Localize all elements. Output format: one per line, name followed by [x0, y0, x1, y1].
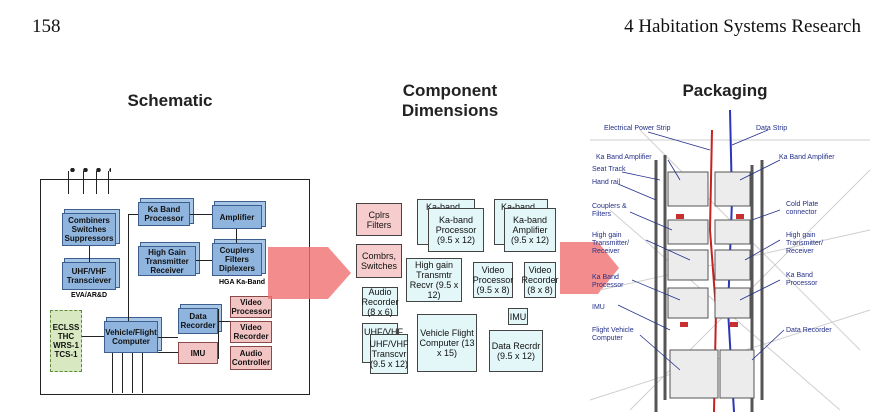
- dimensions-title-line2: Dimensions: [401, 101, 499, 120]
- connector-line: [142, 353, 143, 393]
- connector-line: [122, 353, 123, 393]
- high-gain-block: High Gain Transmitter Receiver: [138, 246, 196, 276]
- connector-line: [112, 353, 113, 393]
- connector-line: [128, 214, 129, 321]
- connector-line: [128, 214, 138, 215]
- ka-proc-right-label: Ka Band Processor: [786, 272, 818, 287]
- connector-line: [236, 229, 237, 243]
- data-recorder-box: Data Recrdr (9.5 x 12): [489, 330, 543, 372]
- hand-rail-label: Hand rail: [592, 179, 621, 186]
- packaging-rack-drawing: [589, 110, 871, 412]
- imu-pkg-label: IMU: [592, 304, 605, 311]
- audio-recorder-box: Audio Recorder (8 x 6): [361, 286, 399, 317]
- data-strip-label: Data Strip: [756, 125, 788, 132]
- packaging-title: Packaging: [682, 81, 768, 100]
- cplrs-filters-box: Cplrs Filters: [356, 203, 402, 236]
- dimensions-title: Component Dimensions: [385, 81, 515, 121]
- imu-box: IMU: [508, 308, 528, 325]
- ka-band-processor-box: Ka-band Processor (9.5 x 12): [428, 208, 484, 252]
- audio-controller-block: Audio Controller: [230, 346, 272, 370]
- connector-line: [190, 214, 212, 215]
- antenna-line: [108, 171, 109, 194]
- seat-track-label: Seat Track: [592, 166, 626, 173]
- connector-line: [89, 246, 90, 262]
- flight-vehicle-label: Flight Vehicle Computer: [592, 327, 634, 342]
- vehicle-flight-block: Vehicle/Flight Computer: [104, 321, 158, 353]
- uhf-vhf-block: UHF/VHF Transciever: [62, 262, 116, 290]
- video-processor-block: Video Processor: [230, 296, 272, 318]
- data-recorder-pkg-label: Data Recorder: [786, 327, 832, 334]
- ka-proc-left-label: Ka Band Processor: [592, 274, 624, 289]
- combiners-block: Combiners Switches Suppressors: [62, 213, 116, 246]
- dimensions-title-line1: Component: [402, 81, 498, 100]
- connector-line: [218, 321, 230, 322]
- video-recorder-block: Video Recorder: [230, 321, 272, 343]
- connector-line: [158, 352, 178, 353]
- antenna-line: [96, 171, 97, 194]
- ka-amp-left-label: Ka Band Amplifier: [596, 154, 652, 161]
- combrs-switches-box: Combrs, Switches: [356, 244, 402, 278]
- high-gain-box: High gain Transmtr Recvr (9.5 x 12): [406, 258, 462, 302]
- amplifier-block: Amplifier: [212, 205, 262, 229]
- vehicle-flight-box: Vehicle Flight Computer (13 x 15): [417, 314, 477, 372]
- eva-label: EVA/AR&D: [70, 292, 108, 299]
- page-number: 158: [32, 16, 61, 37]
- high-gain-right-label: High gain Transmitter/ Receiver: [786, 232, 824, 255]
- antenna-dots: [66, 168, 111, 172]
- cold-plate-label: Cold Plate connector: [786, 201, 819, 216]
- data-recorder-block: Data Recorder: [178, 308, 218, 334]
- power-strip-label: Electrical Power Strip: [604, 125, 671, 132]
- schematic-title: Schematic: [127, 91, 213, 110]
- flow-arrow: [560, 242, 619, 294]
- high-gain-left-label: High gain Transmitter/ Receiver: [592, 232, 630, 255]
- connector-line: [132, 353, 133, 393]
- hga-label: HGA Ka-Band: [218, 279, 266, 286]
- antenna-line: [68, 171, 69, 194]
- ka-amp-right-label: Ka Band Amplifier: [779, 154, 835, 161]
- chapter-title: 4 Habitation Systems Research: [624, 16, 861, 37]
- connector-line: [196, 260, 212, 261]
- uhf-vhf-box: UHF/VHF Transcvr (9.5 x 12): [370, 334, 409, 374]
- ka-band-processor-block: Ka Band Processor: [138, 202, 190, 226]
- flow-arrow: [268, 247, 351, 299]
- video-processor-box: Video Processor (9.5 x 8): [473, 262, 513, 298]
- imu-block: IMU: [178, 342, 218, 364]
- eclss-block: ECLSS THC WRS-1 TCS-1: [50, 310, 82, 372]
- connector-line: [218, 309, 219, 359]
- connector-line: [158, 337, 178, 338]
- video-recorder-box: Video Recorder (8 x 8): [522, 262, 559, 298]
- connector-line: [82, 336, 104, 337]
- antenna-line: [83, 171, 84, 194]
- couplers-block: Couplers Filters Diplexers: [212, 243, 262, 276]
- couplers-filters-label: Couplers & Filters: [592, 203, 627, 218]
- ka-band-amplifier-box: Ka-band Amplifier (9.5 x 12): [504, 208, 556, 252]
